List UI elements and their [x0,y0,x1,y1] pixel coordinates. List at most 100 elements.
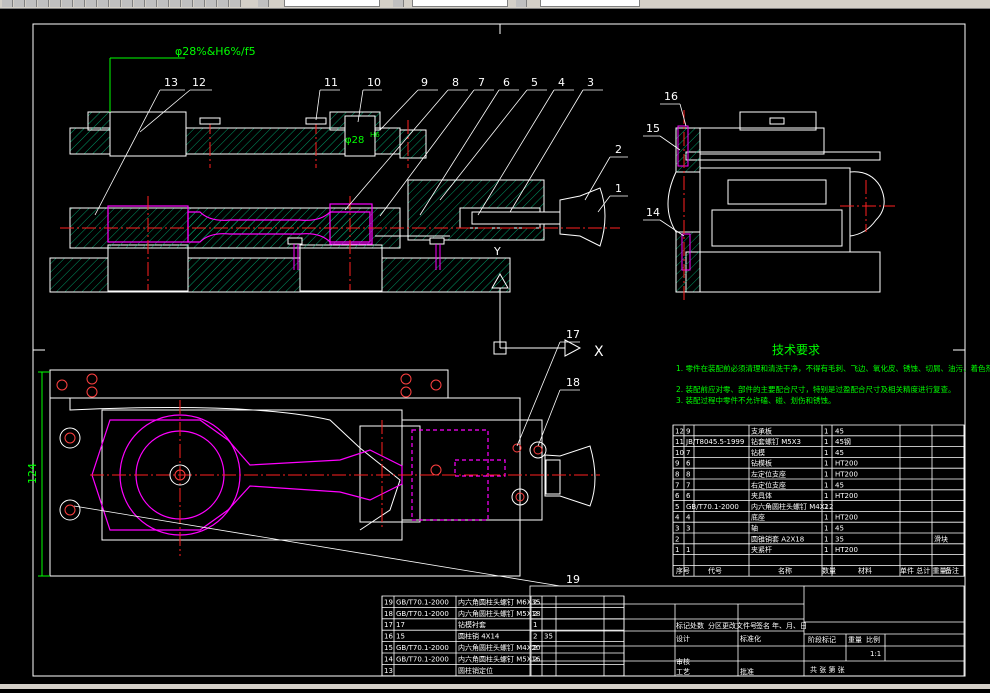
toolbar-button[interactable] [194,0,205,7]
toolbar-button[interactable] [14,0,25,7]
bom-header-cell: 数量 [822,566,836,575]
bom-cell: 6 [686,460,691,468]
bom-cell: 2 [675,535,679,543]
bom-cell: 6 [675,492,680,500]
bom-cell: 3 [675,525,679,533]
toolbar-button[interactable] [26,0,37,7]
toolbar-button[interactable] [258,0,269,7]
bom-cell: 1 [824,525,828,533]
bom-cell: 1 [824,514,828,522]
toolbar-button[interactable] [62,0,73,7]
bom-cell: 35 [835,535,844,543]
bom-cell: 内六角圆柱头螺钉 M4X20 [458,643,540,652]
bom-cell: JB/T8045.5-1999 [685,438,744,446]
toolbar-button[interactable] [122,0,133,7]
svg-text:16: 16 [664,90,678,103]
bom-cell: HT200 [835,514,858,522]
bom-cell: 1 [824,427,828,435]
svg-text:10: 10 [367,76,381,89]
svg-text:9: 9 [421,76,428,89]
bom-cell: 2 [533,598,537,606]
bom-cell: 9 [675,460,679,468]
bom-cell: 35 [544,633,553,641]
bom-cell: 钻模 [751,448,765,457]
svg-text:1: 1 [615,182,622,195]
toolbar-button[interactable] [2,0,13,7]
bom-cell: HT200 [835,546,858,554]
svg-text:更改文件号: 更改文件号 [722,621,757,630]
bom-cell: GB/T70.1-2000 [396,655,449,663]
ucs-x-label: X [594,344,604,360]
bom-header-cell: 代号 [708,566,722,575]
svg-text:7: 7 [478,76,485,89]
toolbar-button[interactable] [134,0,145,7]
bom-cell: 1 [686,546,690,554]
toolbar-button[interactable] [86,0,97,7]
toolbar-button[interactable] [170,0,181,7]
bom-cell: 夹紧杆 [751,545,772,554]
bom-cell: 5 [675,503,679,511]
drawing-canvas[interactable]: φ28%&H6%/f5 φ28 H6 13 12 11 10 9 8 7 6 5… [0,9,990,689]
svg-text:8: 8 [452,76,459,89]
svg-text:签名: 签名 [756,621,770,630]
toolbar-button[interactable] [50,0,61,7]
svg-text:12: 12 [192,76,206,89]
bom-cell: HT200 [835,492,858,500]
bom-header-cell: 备注 [945,566,959,575]
screw-heads [199,117,445,245]
svg-text:阶段标记: 阶段标记 [808,635,836,644]
linetype-dropdown[interactable] [412,0,508,7]
bom-cell: 内六角圆柱头螺钉 M4X12 [751,502,833,511]
layer-dropdown[interactable] [284,0,380,7]
toolbar-button[interactable] [158,0,169,7]
svg-text:批准: 批准 [740,667,754,676]
toolbar-button[interactable] [206,0,217,7]
svg-text:共 张 第 张: 共 张 第 张 [810,665,845,674]
toolbar-button[interactable] [38,0,49,7]
bom-cell: GB/T70.1-2000 [396,644,449,652]
fit-dimension: φ28%&H6%/f5 φ28 H6 [109,45,380,146]
side-view [667,111,885,293]
toolbar-button[interactable] [146,0,157,7]
toolbar-button[interactable] [110,0,121,7]
bom-cell: 1 [824,471,828,479]
bom-cell: 15 [396,633,405,641]
tech-req-line-3: 3. 装配过程中零件不允许磕、碰、划伤和锈蚀。 [676,395,836,405]
bom-header-cell: 序号 [676,566,690,575]
bom-cell: 18 [384,610,393,618]
section-callouts: 13 12 11 10 9 8 7 6 5 4 3 [164,76,594,89]
side-callouts: 2 1 16 15 14 [615,90,678,219]
svg-text:11: 11 [324,76,338,89]
bom-cell: 2 [533,610,537,618]
toolbar-button[interactable] [98,0,109,7]
toolbar-button[interactable] [230,0,241,7]
plan-callouts: 17 18 19 [566,328,580,586]
side-dimension-label: 124 [26,463,39,484]
tech-req-line-2: 2. 装配前应对零、部件的主要配合尺寸，特别是过盈配合尺寸及相关精度进行复查。 [676,384,956,394]
toolbar-button[interactable] [516,0,527,7]
tech-requirements: 技术要求 1. 零件在装配前必须清理和清洗干净，不得有毛刺、飞边、氧化皮、锈蚀、… [676,343,990,405]
svg-text:比例: 比例 [866,635,880,644]
svg-text:4: 4 [558,76,565,89]
bom-cell: 19 [384,598,393,606]
bom-cell: 钻套螺钉 M5X3 [751,437,801,446]
bom-cell: 45 [835,525,844,533]
ucs-icon: X Y [491,245,604,360]
tech-req-title: 技术要求 [772,343,820,357]
tech-req-line-1: 1. 零件在装配前必须清理和清洗干净，不得有毛刺、飞边、氧化皮、锈蚀、切屑、油污… [676,363,990,373]
svg-text:审核: 审核 [676,657,690,666]
bom-cell: 圆柱销定位 [458,666,493,675]
bom-cell: 2 [533,633,537,641]
toolbar-button[interactable] [74,0,85,7]
toolbar-button[interactable] [393,0,404,7]
title-block [529,585,965,677]
bom-cell: 4 [686,514,691,522]
toolbar-button[interactable] [182,0,193,7]
bom-cell: 左定位支座 [751,470,786,479]
lineweight-dropdown[interactable] [540,0,640,7]
bom-cell: 7 [686,481,690,489]
toolbar-button[interactable] [218,0,229,7]
svg-text:18: 18 [566,376,580,389]
